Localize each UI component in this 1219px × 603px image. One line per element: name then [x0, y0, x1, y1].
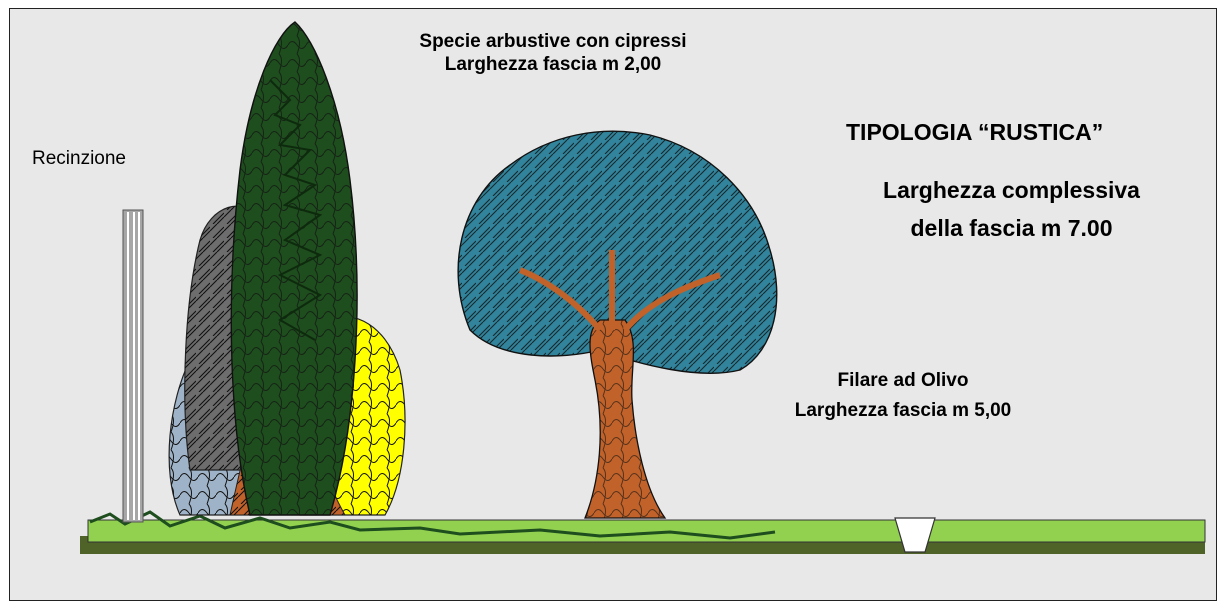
ground	[80, 510, 1206, 554]
fence-post	[122, 209, 144, 523]
olive-band-line2: Larghezza fascia m 5,00	[794, 400, 1012, 421]
shrub-band-line2: Larghezza fascia m 2,00	[444, 53, 662, 75]
grass-strip	[87, 519, 1206, 543]
shrub-band-line1: Specie arbustive con cipressi	[419, 31, 687, 52]
type-title: TIPOLOGIA “RUSTICA”	[846, 119, 1104, 145]
ditch	[894, 517, 936, 553]
olive-band-title: Filare ad Olivo Larghezza fascia m 5,00	[786, 366, 1020, 426]
total-width-line2: della fascia m 7.00	[910, 215, 1113, 241]
fence-label: Recinzione	[32, 148, 126, 169]
olive-band-line1: Filare ad Olivo	[837, 370, 969, 391]
grass-tufts	[89, 510, 776, 540]
total-width-line1: Larghezza complessiva	[883, 177, 1140, 203]
olive-tree	[457, 130, 778, 519]
total-width-block: Larghezza complessiva della fascia m 7.0…	[840, 171, 1183, 247]
shrub-band-title: Specie arbustive con cipressi Larghezza …	[357, 31, 749, 77]
shrub-group	[168, 21, 406, 516]
